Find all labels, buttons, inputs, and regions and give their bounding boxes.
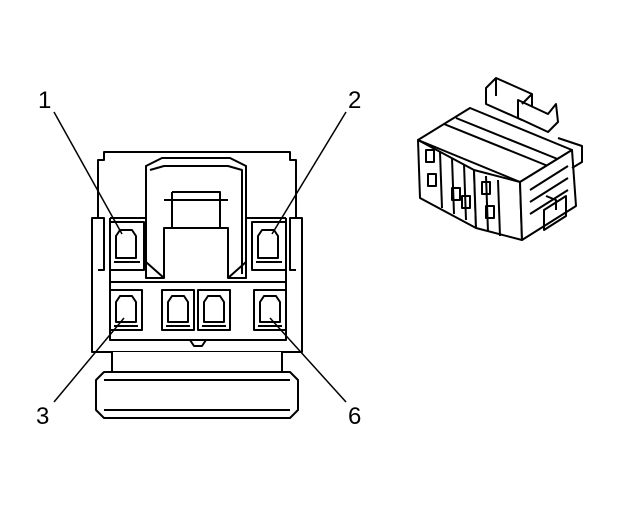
- connector-isometric-view: [417, 77, 583, 241]
- leader-line-2: [271, 111, 347, 235]
- callout-label-3: 3: [36, 403, 49, 430]
- connector-housing: [91, 151, 303, 353]
- terminal-cavity-2: [251, 221, 287, 271]
- leader-line-1: [53, 111, 123, 235]
- terminal-cavity-3: [109, 289, 143, 331]
- center-latch: [145, 157, 247, 279]
- callout-label-6: 6: [348, 403, 361, 430]
- connector-lower-skirt: [95, 352, 299, 419]
- callout-label-1: 1: [38, 87, 51, 114]
- terminal-cavity-5: [197, 289, 231, 331]
- leader-line-3: [53, 317, 125, 403]
- terminal-cavity-4: [161, 289, 195, 331]
- connector-front-view: [91, 151, 303, 419]
- callout-label-2: 2: [348, 87, 361, 114]
- leader-line-6: [269, 317, 347, 403]
- terminal-cavity-6: [253, 289, 287, 331]
- callout-leaders: [53, 111, 347, 403]
- terminal-cavity-1: [109, 221, 145, 271]
